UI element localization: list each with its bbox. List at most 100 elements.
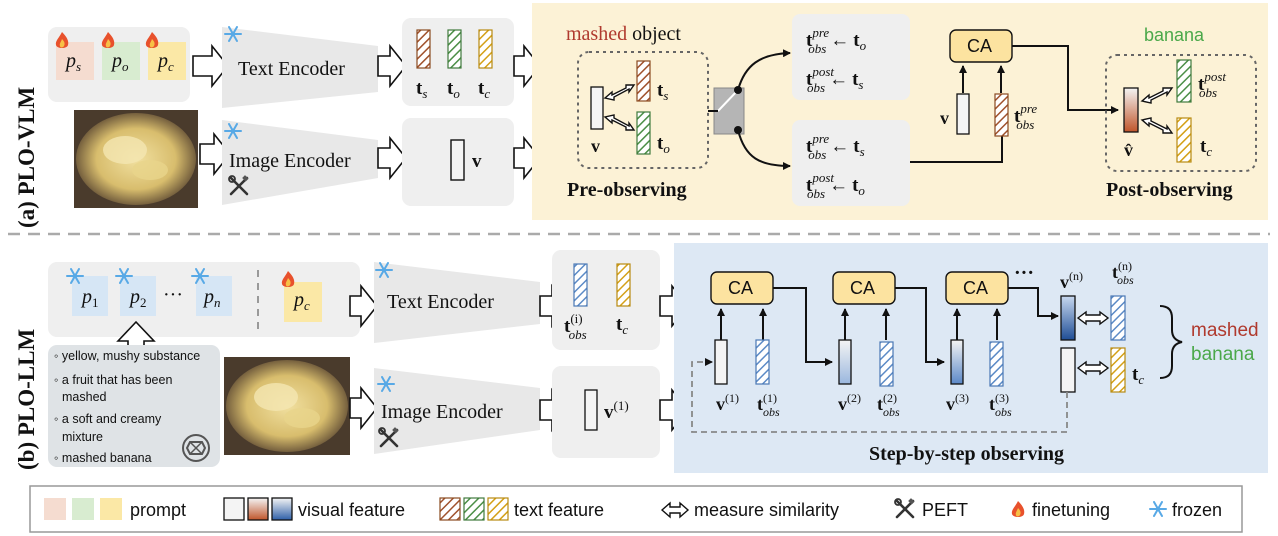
feedback-loop [691,358,1068,433]
v-step2-label: v(2) [838,391,861,414]
visual-feature-card-b [552,366,660,458]
prompt-ps [56,42,94,80]
prompt-pc-b-label: pc [292,289,310,313]
image-encoder-b [374,368,540,454]
tobs-step1 [755,339,770,385]
tc-b-label: tc [616,314,628,337]
post-tobs-post-feature [1176,59,1192,103]
tobs-step3-label: t(3)obs [989,391,1012,419]
double-arrow-icon [1076,310,1110,326]
to-label: to [447,78,460,101]
legend-prompt-swatch [72,498,94,520]
v-step2 [838,339,852,385]
prompt-p2 [120,276,156,316]
pre-observing-box [577,51,709,169]
connector [1012,45,1119,114]
section-a-label: (a) PLO-VLM [14,87,39,228]
legend-visual-label: visual feature [298,500,405,520]
step-by-step-label: Step-by-step observing [869,443,1064,465]
double-arrow-icon [1076,360,1110,376]
tobs-i-label: t(i)obs [564,311,587,342]
prompt-pn-label: pn [202,286,221,310]
text-encoder-a-label: Text Encoder [238,58,345,80]
text-encoder-b [374,262,540,343]
pre-v-feature [590,86,604,130]
prompt-ps-label: ps [64,50,81,74]
pre-ts-feature [636,60,651,102]
banana-label-a: banana [1144,25,1205,45]
pre-observing-label: Pre-observing [567,179,687,201]
pre-ts-label: ts [657,80,668,103]
post-tc-label: tc [1200,136,1212,159]
legend-text-swatch [439,497,461,521]
description-list: ◦ yellow, mushy substance ◦ a fruit that… [54,349,200,465]
legend-finetuning-label: finetuning [1032,500,1110,520]
connector [910,123,1006,163]
v1-label: v(1) [604,398,629,423]
block-arrow [377,135,408,181]
prompt-pn [196,276,232,316]
tc-final [1110,347,1126,393]
image-encoder-a [222,120,378,205]
description-item: ◦ a soft and creamy [54,412,162,426]
block-arrow [377,43,408,89]
food-image-b [224,357,350,455]
prompt-po [102,42,140,80]
connector [1008,287,1059,320]
tobs-step3 [989,341,1004,387]
prompt-p1-label: p1 [80,286,99,310]
pre-v-label: v [591,136,600,156]
section-a: (a) PLO-VLM ps po pc Text Encoder Image … [14,3,1268,228]
double-arrow-icon [1140,87,1174,104]
description-item: ◦ yellow, mushy substance [54,349,200,363]
v-label: v [472,151,482,172]
text-feature-tc [478,29,493,69]
section-b-label: (b) PLO-LLM [14,329,39,470]
ca-v-label: v [940,108,949,128]
pre-to-label: to [657,133,670,156]
post-vhat-label: v̂ [1124,140,1133,160]
prompt-pc-b [284,282,322,322]
tobs-step2-label: t(2)obs [877,391,900,419]
legend-visual-swatch [247,497,269,521]
prompt-pc [148,42,186,80]
description-item: mashed [62,390,107,404]
legend-prompt-swatch [44,498,66,520]
text-encoder-a [222,27,378,108]
section-b: (b) PLO-LLM p1 p2 ··· pn pc ◦ yellow, mu… [14,243,1268,473]
legend-visual-swatch [271,497,293,521]
text-feature-tc-b [616,263,631,307]
ca-step3-label: CA [963,278,988,298]
text-feature-ts [416,29,431,69]
v-final [1060,347,1076,393]
connector [773,287,833,366]
ca-step1-label: CA [728,278,753,298]
legend-visual-swatch [223,497,245,521]
v-step-n-label: v(n) [1060,269,1083,292]
prompt-po-label: po [110,50,129,74]
v-step3-label: v(3) [946,391,969,414]
v-step1 [714,339,728,385]
route-switch [708,49,791,170]
post-vhat-feature [1123,87,1139,133]
pre-to-feature [636,111,651,155]
v-step1-label: v(1) [716,391,739,414]
legend-similarity-label: measure similarity [694,500,839,520]
legend: prompt visual feature text feature measu… [29,485,1243,533]
prompt-dots: ··· [163,284,183,306]
ca-step2-label: CA [850,278,875,298]
route-card-top [792,14,910,100]
tobs-step-n-label: t(n)obs [1112,259,1134,287]
image-encoder-a-label: Image Encoder [229,150,351,172]
text-feature-tobs-i [573,263,588,307]
mashed-label-b: mashed [1191,320,1259,341]
tc-final-label: tc [1132,364,1144,387]
tc-label: tc [478,78,490,101]
description-item: ◦ mashed banana [54,451,152,465]
